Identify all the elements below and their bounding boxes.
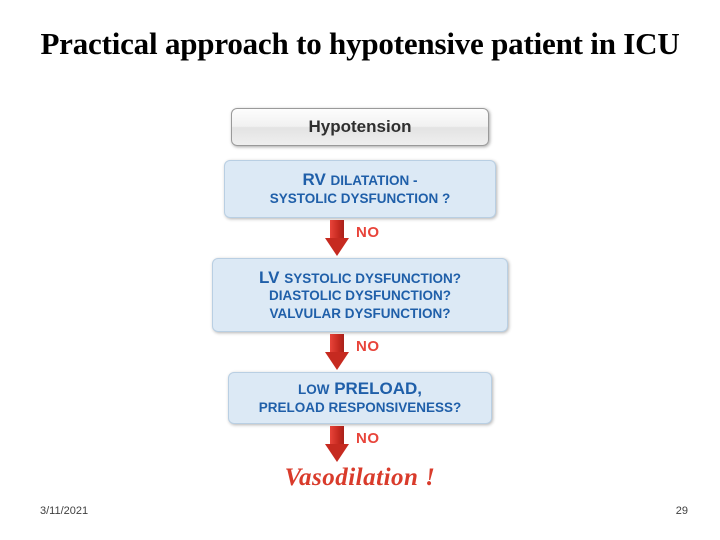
connector-rv-to-lv: NO [0,218,720,258]
arrow-shaft [330,220,344,239]
node-preload-line1-small: LOW [297,382,330,398]
slide-date: 3/11/2021 [40,505,89,517]
slide-page-number: 29 [675,505,688,517]
node-rv-line1-strong: RV [302,170,326,190]
spacer-1 [0,146,720,160]
connector-lv-to-preload-inner: NO [300,332,420,372]
connector-lv-to-preload-label: NO [356,338,380,355]
connector-rv-to-lv-label: NO [356,224,380,241]
node-lv-line1: LV SYSTOLIC DYSFUNCTION? [259,268,461,288]
flow-row-preload: LOW PRELOAD, PRELOAD RESPONSIVENESS? [0,372,720,424]
node-vasodilation: Vasodilation ! [284,464,436,491]
down-arrow-icon [325,334,349,370]
node-preload-line2: PRELOAD RESPONSIVENESS? [258,400,462,415]
node-lv-line1-strong: LV [259,267,280,287]
node-lv: LV SYSTOLIC DYSFUNCTION? DIASTOLIC DYSFU… [212,258,508,332]
flow-row-lv: LV SYSTOLIC DYSFUNCTION? DIASTOLIC DYSFU… [0,258,720,332]
node-preload: LOW PRELOAD, PRELOAD RESPONSIVENESS? [228,372,492,424]
down-arrow-icon [325,220,349,256]
flow-row-hypotension: Hypotension [0,108,720,146]
connector-lv-to-preload: NO [0,332,720,372]
arrow-head [325,444,349,462]
node-preload-line1-strong: PRELOAD, [334,379,423,399]
flow-row-rv: RV DILATATION - SYSTOLIC DYSFUNCTION ? [0,160,720,218]
arrow-shaft [330,426,344,445]
connector-preload-to-vasodilation: NO [0,424,720,464]
node-lv-line1-rest: SYSTOLIC DYSFUNCTION? [284,270,461,286]
arrow-shaft [330,334,344,353]
down-arrow-icon [325,426,349,462]
node-preload-line1: LOW PRELOAD, [298,379,422,399]
node-lv-line2: DIASTOLIC DYSFUNCTION? [269,288,451,304]
node-rv: RV DILATATION - SYSTOLIC DYSFUNCTION ? [224,160,496,218]
arrow-head [325,238,349,256]
node-rv-line1-rest: DILATATION - [330,173,418,189]
node-rv-line1: RV DILATATION - [302,170,417,190]
connector-preload-to-vasodilation-inner: NO [300,424,420,464]
node-rv-line2: SYSTOLIC DYSFUNCTION ? [269,191,451,206]
flow-row-vasodilation: Vasodilation ! [0,464,720,492]
connector-rv-to-lv-inner: NO [300,218,420,258]
flowchart: Hypotension RV DILATATION - SYSTOLIC DYS… [0,108,720,492]
connector-preload-to-vasodilation-label: NO [356,430,380,447]
node-hypotension-label: Hypotension [308,117,412,136]
node-lv-line3: VALVULAR DYSFUNCTION? [269,305,451,321]
node-hypotension: Hypotension [231,108,489,146]
page-title: Practical approach to hypotensive patien… [40,26,680,61]
arrow-head [325,352,349,370]
